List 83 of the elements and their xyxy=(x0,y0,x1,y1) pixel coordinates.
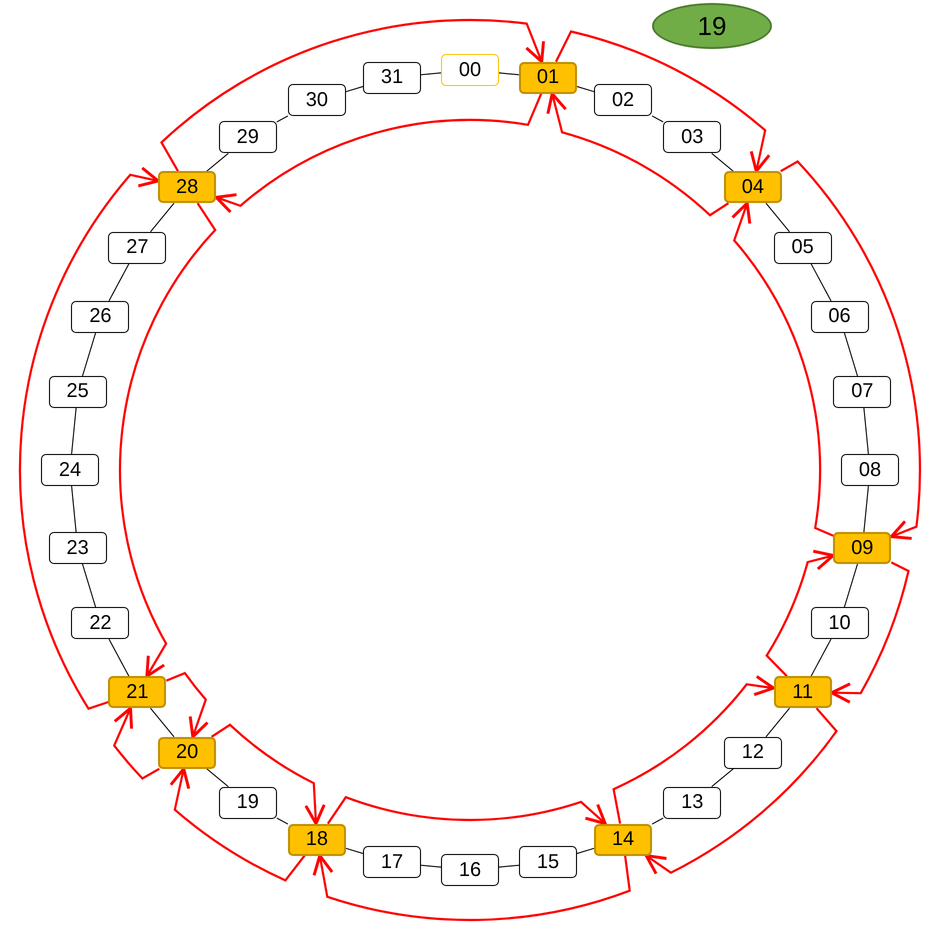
active-node-box: 18 xyxy=(288,824,346,856)
node-box: 17 xyxy=(362,846,421,878)
ring-line xyxy=(71,486,77,532)
active-node-box: 04 xyxy=(724,171,782,204)
ring-line xyxy=(420,72,442,76)
active-node-box: 20 xyxy=(158,736,216,769)
finger-arrow xyxy=(169,767,306,882)
node-box: 02 xyxy=(594,84,652,116)
finger-arrow xyxy=(312,854,631,921)
active-node-box: 01 xyxy=(519,62,578,94)
finger-arrow xyxy=(830,561,910,704)
ring-line xyxy=(82,332,96,376)
node-box: 10 xyxy=(810,607,869,640)
ring-line xyxy=(810,263,832,302)
ring-line xyxy=(766,202,790,232)
ring-line xyxy=(345,86,364,92)
node-box: 30 xyxy=(288,84,346,116)
ring-line xyxy=(711,152,734,172)
finger-arrow xyxy=(214,93,542,214)
finger-arrow xyxy=(326,796,607,826)
node-box: 31 xyxy=(362,62,421,94)
ring-line xyxy=(108,263,130,302)
ring-line xyxy=(498,864,520,868)
ring-line xyxy=(498,72,520,76)
ring-line xyxy=(276,115,288,122)
node-box: 05 xyxy=(774,232,832,264)
node-box: 13 xyxy=(663,786,722,819)
finger-arrow xyxy=(555,30,771,173)
ring-line xyxy=(276,818,288,825)
ring-line xyxy=(766,708,790,738)
ring-line xyxy=(345,848,364,854)
ring-line xyxy=(150,202,174,232)
finger-arrow xyxy=(19,166,160,710)
node-box: 06 xyxy=(810,300,869,333)
finger-arrow xyxy=(766,550,835,677)
finger-arrow xyxy=(211,724,326,826)
active-node-box: 21 xyxy=(108,676,166,708)
ring-line xyxy=(576,86,595,92)
node-box: 07 xyxy=(833,376,892,408)
node-box: 00 xyxy=(441,54,499,86)
ring-line xyxy=(652,115,664,122)
ring-line xyxy=(576,848,595,854)
finger-arrow xyxy=(731,202,834,537)
ring-line xyxy=(82,564,96,608)
node-box: 08 xyxy=(841,454,899,486)
active-node-box: 11 xyxy=(774,676,832,708)
finger-arrow xyxy=(612,675,776,824)
ring-line xyxy=(844,332,858,376)
ring-line xyxy=(844,564,858,608)
node-box: 16 xyxy=(441,854,499,886)
node-box: 12 xyxy=(724,736,782,769)
active-node-box: 09 xyxy=(833,532,892,564)
ring-line xyxy=(71,408,77,454)
node-box: 29 xyxy=(218,121,277,154)
ring-line xyxy=(150,708,174,738)
ring-line xyxy=(863,408,869,454)
node-box: 24 xyxy=(41,454,99,486)
finger-arrow xyxy=(118,202,216,678)
active-node-box: 14 xyxy=(594,824,652,856)
ring-line xyxy=(206,152,229,172)
finger-arrow xyxy=(113,706,160,780)
node-box: 03 xyxy=(663,121,722,154)
ring-line xyxy=(863,486,869,532)
ring-line xyxy=(810,638,832,677)
finger-arrow xyxy=(644,707,838,876)
ring-line xyxy=(206,768,229,788)
node-box: 22 xyxy=(71,607,130,640)
ring-line xyxy=(108,638,130,677)
node-box: 15 xyxy=(519,846,578,878)
finger-arrow xyxy=(166,672,209,738)
ring-line xyxy=(652,818,664,825)
key-ellipse: 19 xyxy=(652,3,772,49)
node-box: 23 xyxy=(48,532,107,564)
node-box: 27 xyxy=(108,232,166,264)
ring-line xyxy=(711,768,734,788)
node-box: 25 xyxy=(48,376,107,408)
node-box: 26 xyxy=(71,300,130,333)
finger-arrow xyxy=(160,19,545,172)
active-node-box: 28 xyxy=(158,171,216,204)
node-box: 19 xyxy=(218,786,277,819)
finger-arrow xyxy=(546,92,729,216)
finger-arrow xyxy=(780,160,922,540)
ring-line xyxy=(420,864,442,868)
